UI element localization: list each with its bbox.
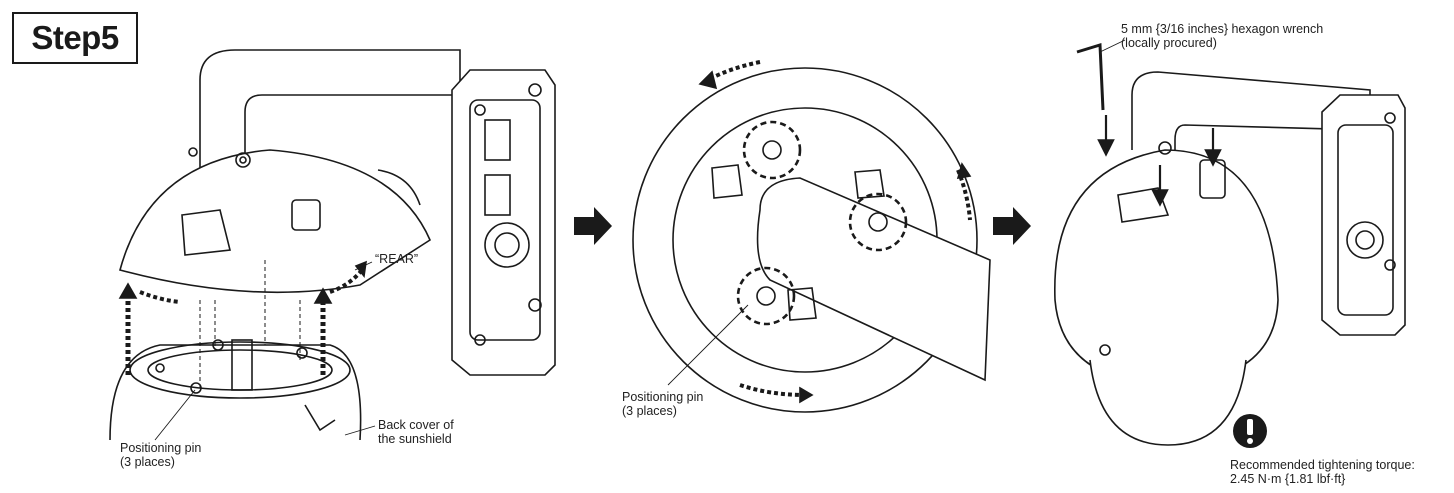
wrench-line-2: (locally procured) [1121,36,1217,50]
step-arrow-icon [993,207,1031,245]
positioning-pin-label-mid: Positioning pin (3 places) [622,390,703,418]
panel-3-fasten [1054,39,1406,446]
panel-2-rotate-view [632,60,991,413]
step-title: Step5 [31,19,119,56]
pin-mid-line-1: Positioning pin [622,390,704,404]
step-arrow-icon [574,207,612,245]
pin-mid-line-2: (3 places) [622,404,677,418]
wrench-line-1: 5 mm {3/16 inches} hexagon wrench [1121,22,1324,36]
torque-line-2: 2.45 N·m {1.81 lbf·ft} [1230,472,1346,486]
rear-label: “REAR” [375,252,418,266]
pin-left-line-1: Positioning pin [120,441,202,455]
torque-line-1: Recommended tightening torque: [1230,458,1415,472]
cover-line-1: Back cover of [378,418,454,432]
positioning-pin-label-left: Positioning pin (3 places) [120,441,201,469]
cover-line-2: the sunshield [378,432,452,446]
hex-wrench-icon [1076,43,1105,111]
torque-label: Recommended tightening torque: 2.45 N·m … [1230,458,1415,486]
back-cover-label: Back cover of the sunshield [378,418,454,446]
pin-left-line-2: (3 places) [120,455,175,469]
panel-1-sunshield-attach [109,49,556,441]
warning-exclamation-icon [1233,414,1267,448]
wrench-label: 5 mm {3/16 inches} hexagon wrench (local… [1121,22,1323,50]
step-title-box: Step5 [12,12,138,64]
rear-text: “REAR” [375,252,419,266]
